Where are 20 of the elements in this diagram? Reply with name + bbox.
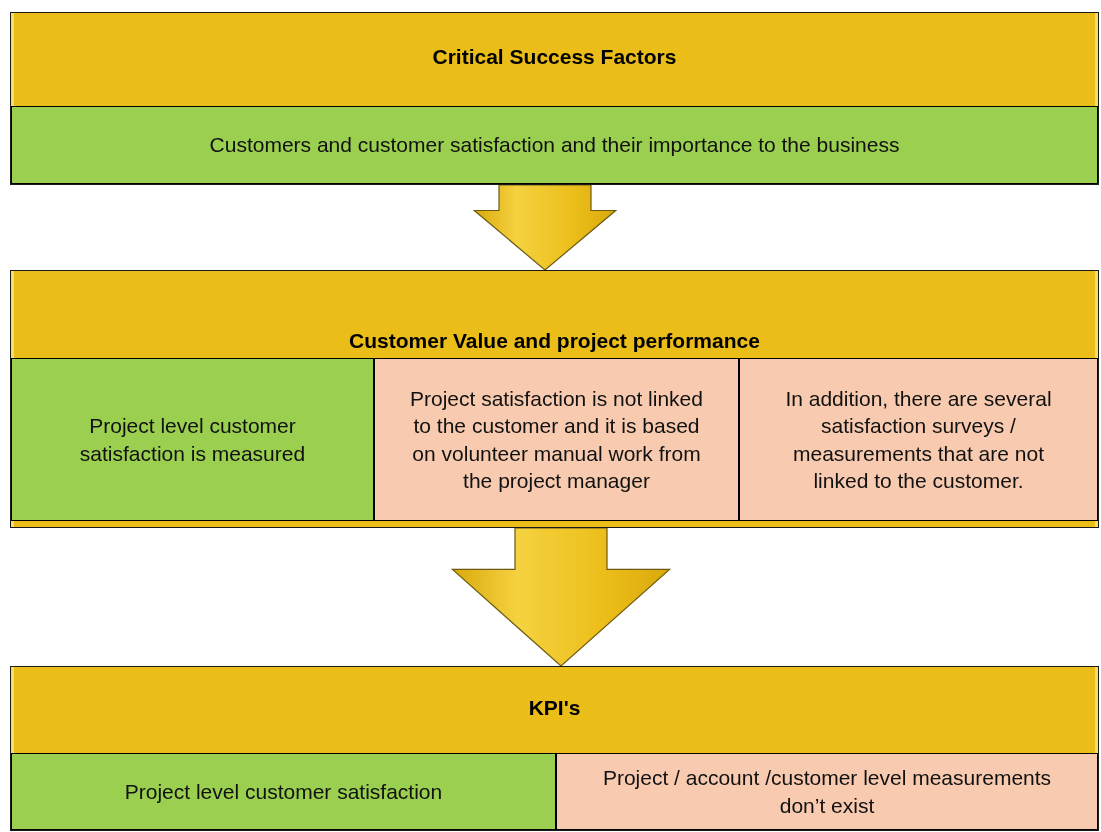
text-cell xyxy=(374,358,739,521)
text-cell xyxy=(11,753,556,830)
text-cell xyxy=(11,106,1098,184)
text-cell xyxy=(556,753,1098,830)
panel-heading: KPI's xyxy=(528,694,581,721)
text-cell xyxy=(739,358,1098,521)
cell-text: Customers and customer satisfaction and their importance to the business xyxy=(209,132,900,159)
block-arrow xyxy=(472,184,618,271)
cell-text: Project / account /customer level measurements don’t exist xyxy=(601,765,1053,819)
stage-panel xyxy=(10,12,1099,185)
cell-text: Project level customer satisfaction is measured xyxy=(78,413,307,467)
cell-text: Project level customer satisfaction xyxy=(124,778,443,805)
stage-panel xyxy=(10,666,1099,831)
panel-heading: Customer Value and project performance xyxy=(349,327,760,354)
cell-text: In addition, there are several satisfaction surveys / measurements that are not linked to the customer. xyxy=(784,385,1053,494)
text-cell xyxy=(11,358,374,521)
stage-panel xyxy=(10,270,1099,528)
block-arrow xyxy=(450,527,672,667)
panel-heading: Critical Success Factors xyxy=(432,44,677,71)
cell-text: Project satisfaction is not linked to the customer and it is based on volunteer manual work from the project manager xyxy=(409,385,704,494)
